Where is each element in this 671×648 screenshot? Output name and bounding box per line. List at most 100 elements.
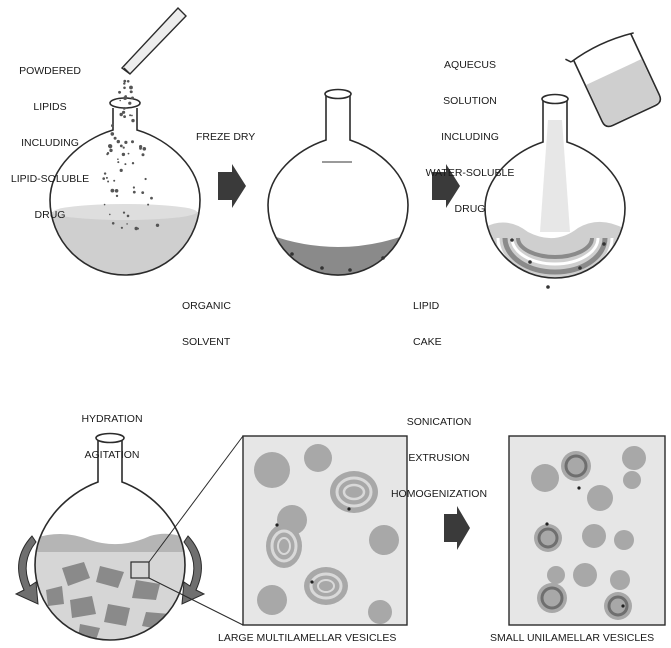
panel-large-vesicles xyxy=(243,436,407,625)
powder-particle xyxy=(133,186,135,188)
powder-particle xyxy=(109,214,111,216)
label-line: DRUG xyxy=(420,203,520,215)
powder-particle xyxy=(108,144,112,148)
label-aqueous-solution: AQUECUS SOLUTION INCLUDING WATER-SOLUBLE… xyxy=(420,35,520,227)
zoom-line-top xyxy=(149,436,243,562)
label-hydration-agitation: HYDRATION AGITATION xyxy=(70,389,154,473)
label-line: AGITATION xyxy=(70,449,154,461)
unilamellar-vesicle-3 xyxy=(537,583,567,613)
powder-particle xyxy=(123,80,126,83)
powder-particle xyxy=(126,223,128,225)
label-line: INCLUDING xyxy=(420,131,520,143)
label-line: HYDRATION xyxy=(70,413,154,425)
beaker xyxy=(565,28,665,131)
powder-particle xyxy=(145,178,147,180)
multilamellar-vesicle-1 xyxy=(330,471,378,513)
panel-small-vesicles xyxy=(509,436,665,625)
powder-particle xyxy=(156,224,159,227)
label-line: SOLVENT xyxy=(182,336,231,348)
label-line: INCLUDING xyxy=(8,137,92,149)
powder-particle xyxy=(132,162,134,164)
powder-particle xyxy=(115,189,119,193)
flask-lipid-cake xyxy=(262,90,414,291)
label-line: WATER-SOLUBLE xyxy=(420,167,520,179)
label-line: SOLUTION xyxy=(420,95,520,107)
label-line: AQUECUS xyxy=(420,59,520,71)
powder-particle xyxy=(150,197,153,200)
powder-particle xyxy=(113,180,115,182)
powder-particle xyxy=(131,140,134,143)
label-line: EXTRUSION xyxy=(384,452,494,464)
powder-particle xyxy=(131,91,133,93)
label-line: HOMOGENIZATION xyxy=(384,488,494,500)
powder-particle xyxy=(104,172,106,174)
powder-particle xyxy=(131,119,134,122)
powder-dispenser xyxy=(122,8,186,74)
powder-particle xyxy=(124,95,127,98)
powder-particle xyxy=(120,169,123,172)
powder-particle xyxy=(127,80,130,83)
label-lipid-cake: LIPID CAKE xyxy=(413,276,442,360)
label-line: POWDERED xyxy=(8,65,92,77)
label-line: LIPIDS xyxy=(8,101,92,113)
label-line: CAKE xyxy=(413,336,442,348)
powder-particle xyxy=(119,100,121,102)
label-line: ORGANIC xyxy=(182,300,231,312)
powder-particle xyxy=(142,153,145,156)
powder-particle xyxy=(123,212,125,214)
powder-particle xyxy=(111,132,115,136)
powder-particle xyxy=(128,153,130,155)
powder-particle xyxy=(129,86,133,90)
powder-particle xyxy=(133,191,136,194)
powder-particle xyxy=(104,204,106,206)
label-powdered-lipids: POWDERED LIPIDS INCLUDING LIPID-SOLUBLE … xyxy=(8,41,92,233)
powder-particle xyxy=(131,97,134,100)
powder-particle xyxy=(112,222,115,225)
powder-particle xyxy=(111,189,115,193)
unilamellar-vesicle-4 xyxy=(604,592,632,620)
powder-particle xyxy=(127,215,130,218)
powder-particle xyxy=(119,91,121,93)
powder-particle xyxy=(116,195,118,197)
powder-particle xyxy=(107,152,109,154)
powder-particle xyxy=(123,147,125,149)
powder-particle xyxy=(141,191,144,194)
powder-particle xyxy=(147,204,149,206)
powder-particle xyxy=(131,115,133,117)
multilamellar-vesicle-3 xyxy=(304,567,348,605)
label-line: SONICATION xyxy=(384,416,494,428)
powder-particle xyxy=(120,113,123,116)
powder-particle xyxy=(117,140,120,143)
powder-particle xyxy=(143,147,147,151)
powder-particle xyxy=(123,115,126,118)
powder-particle xyxy=(107,181,109,183)
process-arrow-1 xyxy=(218,164,246,208)
powder-particle xyxy=(137,228,139,230)
powder-particle xyxy=(128,102,131,105)
powder-particle xyxy=(139,145,142,148)
powder-particle xyxy=(111,124,114,127)
pouring-stream xyxy=(540,120,570,232)
powder-particle xyxy=(123,107,126,110)
label-freeze-dry: FREZE DRY xyxy=(196,131,255,143)
powder-particle xyxy=(120,145,123,148)
powder-particle xyxy=(129,114,131,116)
powder-particle xyxy=(102,177,105,180)
label-small-unilamellar-vesicles: SMALL UNILAMELLAR VESICLES xyxy=(490,632,654,644)
powder-particle xyxy=(117,161,119,163)
flask-2-mouth xyxy=(325,90,351,99)
label-sonication: SONICATION EXTRUSION HOMOGENIZATION xyxy=(384,392,494,512)
label-line: LIPID-SOLUBLE xyxy=(8,173,92,185)
powder-particle xyxy=(123,82,125,84)
label-line: DRUG xyxy=(8,209,92,221)
label-organic-solvent: ORGANIC SOLVENT xyxy=(182,276,231,360)
process-arrow-3 xyxy=(444,506,470,550)
label-line: LIPID xyxy=(413,300,442,312)
powder-particle xyxy=(109,149,112,152)
powder-particle xyxy=(124,141,127,144)
powder-particle xyxy=(121,227,123,229)
label-large-multilamellar-vesicles: LARGE MULTILAMELLAR VESICLES xyxy=(218,632,396,644)
powder-particle xyxy=(124,163,126,165)
flask-3-mouth xyxy=(542,95,568,104)
